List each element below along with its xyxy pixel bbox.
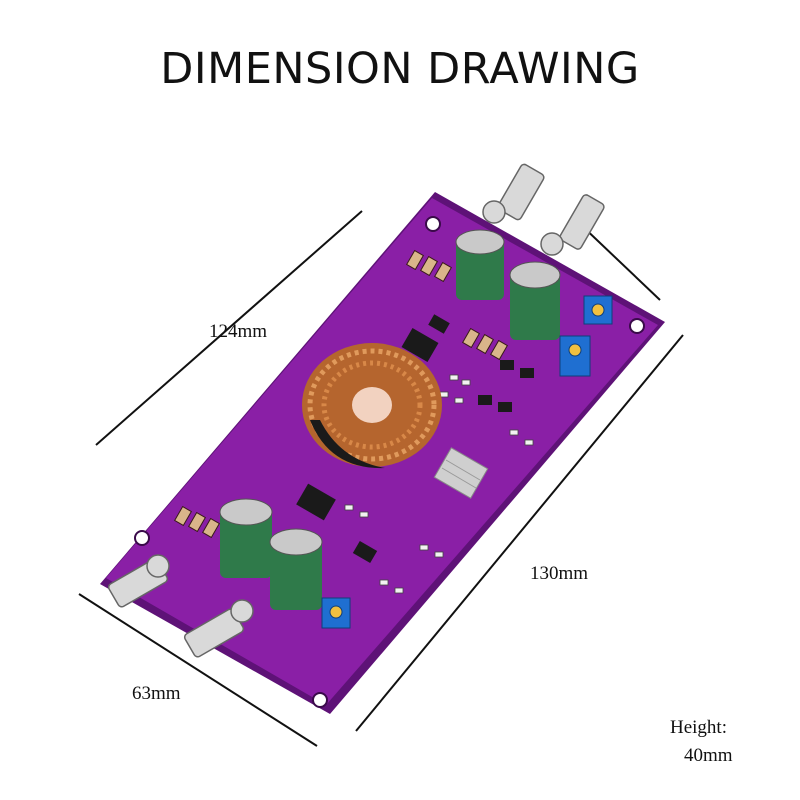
page-title: DIMENSION DRAWING xyxy=(160,44,640,94)
mounting-hole xyxy=(134,530,150,546)
potentiometers xyxy=(321,295,613,629)
dimension-label-63: 63mm xyxy=(132,683,181,704)
dimension-label-130: 130mm xyxy=(530,563,589,584)
heatsink xyxy=(433,447,489,499)
ic-chips xyxy=(296,314,534,564)
dimension-line-130 xyxy=(355,334,684,732)
capacitors xyxy=(219,229,561,610)
height-value: 40mm xyxy=(684,745,733,766)
dimension-line-top-right xyxy=(577,221,661,301)
dimension-line-124 xyxy=(95,210,363,446)
smd-components xyxy=(173,249,509,539)
mounting-hole xyxy=(629,318,645,334)
mounting-hole xyxy=(425,216,441,232)
mounting-hole xyxy=(312,692,328,708)
height-label: Height: xyxy=(670,717,727,738)
dimension-line-63 xyxy=(78,593,318,747)
screw-terminals xyxy=(107,163,605,658)
toroid-inductor xyxy=(302,343,442,469)
dimension-lines xyxy=(78,210,684,747)
small-parts xyxy=(344,374,534,594)
height-annotation: Height: 40mm xyxy=(670,714,780,770)
dimension-label-124: 124mm xyxy=(209,321,268,342)
